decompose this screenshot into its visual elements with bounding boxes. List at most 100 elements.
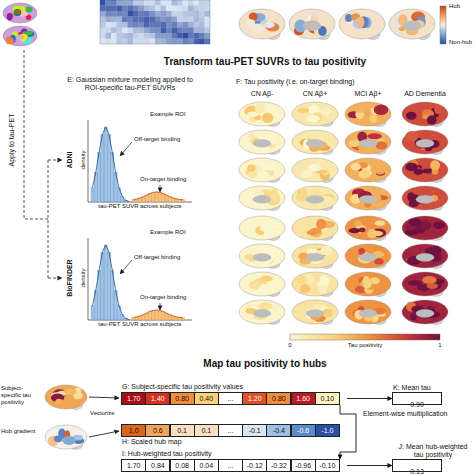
table-cell: 0.40	[194, 392, 219, 405]
matrix-cell	[183, 6, 189, 12]
matrix-cell	[150, 0, 156, 6]
matrix-cell	[161, 17, 167, 23]
matrix-cell	[117, 6, 123, 12]
on-target-bar	[162, 312, 165, 320]
dashed-connector	[24, 50, 48, 219]
table-cell: 0.08	[170, 459, 195, 472]
matrix-cell	[199, 6, 205, 12]
brain-render	[292, 300, 338, 324]
cortex-region	[320, 107, 329, 113]
brain-render	[239, 300, 285, 324]
off-target-bar	[104, 245, 107, 320]
histogram	[88, 120, 192, 202]
axis-label: tau-PET SUVR across subjects	[85, 321, 195, 328]
medial-wall	[253, 139, 271, 147]
table-cell: 0.04	[194, 459, 219, 472]
matrix-cell	[188, 39, 194, 45]
on-target-bar	[132, 317, 135, 320]
matrix-cell	[117, 39, 123, 45]
cortex-region	[301, 170, 313, 178]
cortex-region	[263, 286, 272, 294]
matrix-cell	[205, 6, 211, 12]
flow-arrow	[347, 398, 392, 399]
brain-render	[45, 385, 87, 409]
matrix-cell	[111, 17, 117, 23]
cortex	[292, 244, 338, 268]
column-header: CN Aβ+	[288, 90, 342, 98]
matrix-cell	[183, 28, 189, 34]
cortex-region	[300, 284, 311, 293]
matrix-cell	[205, 11, 211, 17]
image-label: Hub gradient	[1, 428, 43, 435]
medial-wall	[416, 309, 434, 317]
matrix-cell	[150, 11, 156, 17]
matrix-cell	[106, 17, 112, 23]
matrix-cell	[205, 22, 211, 28]
matrix-cell	[155, 11, 161, 17]
cortex	[402, 216, 448, 240]
matrix-cell	[100, 11, 106, 17]
axis-label: Off-target binding	[134, 136, 180, 143]
table-cell: 0.1	[194, 424, 219, 437]
cortex	[345, 244, 391, 268]
vector-row: H: Scaled hub map1.00.60.10.1...-0.1-0.4…	[122, 424, 347, 437]
histogram	[88, 238, 192, 320]
brain-render	[239, 102, 285, 126]
brain-render	[292, 158, 338, 182]
cortex-region	[367, 133, 382, 139]
cortex-region	[434, 105, 441, 115]
cortex	[345, 272, 391, 296]
cortex-region	[316, 219, 326, 229]
matrix-cell	[117, 22, 123, 28]
brain-render	[345, 158, 391, 182]
matrix-cell	[194, 17, 200, 23]
result-box: K: Mean tau0.90	[392, 392, 442, 405]
step-label: Vectorize	[90, 410, 115, 417]
off-target-bar	[108, 134, 111, 202]
cortex-region	[409, 218, 422, 226]
cortex	[402, 272, 448, 296]
matrix-cell	[166, 39, 172, 45]
matrix-cell	[199, 33, 205, 39]
cortex-region	[268, 161, 275, 171]
matrix-cell	[177, 28, 183, 34]
table-cell: 0.1	[170, 424, 195, 437]
medial-wall	[16, 35, 24, 40]
brain-render	[339, 9, 385, 40]
cortex-region	[308, 164, 321, 171]
hub-colorbar	[440, 6, 446, 44]
brain-render	[402, 158, 448, 182]
table-cell: 1.20	[242, 392, 267, 405]
brain-render	[289, 9, 335, 40]
medial-wall	[359, 195, 377, 203]
cortex-region	[410, 313, 416, 320]
cortex-region	[314, 304, 322, 309]
matrix-frame	[100, 0, 210, 44]
table-cell: -0.1	[242, 424, 267, 437]
brain-render	[239, 244, 285, 268]
matrix-cell	[111, 33, 117, 39]
matrix-cell	[183, 33, 189, 39]
cortex-region	[62, 436, 75, 445]
leader-arrow	[120, 260, 132, 274]
brain-render	[45, 425, 87, 449]
cortex-region	[412, 246, 420, 254]
matrix-cell	[205, 0, 211, 6]
matrix-cell	[166, 11, 172, 17]
matrix-cell	[150, 33, 156, 39]
cortex	[239, 130, 285, 154]
matrix-cell	[117, 33, 123, 39]
cortex	[3, 26, 37, 46]
table-cell: 1.60	[291, 392, 316, 405]
matrix-cell	[100, 28, 106, 34]
matrix-cell	[144, 6, 150, 12]
medial-wall	[306, 139, 324, 147]
matrix-cell	[111, 6, 117, 12]
matrix-cell	[133, 39, 139, 45]
brain-render	[402, 130, 448, 154]
matrix-cell	[166, 17, 172, 23]
brain-render	[239, 186, 285, 210]
cortex	[345, 158, 391, 182]
matrix-cell	[117, 28, 123, 34]
matrix-cell	[194, 33, 200, 39]
